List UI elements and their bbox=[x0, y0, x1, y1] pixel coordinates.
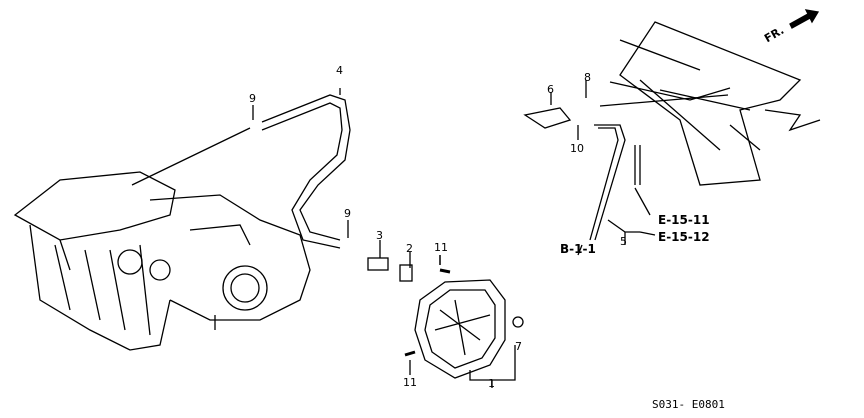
bolt-leaders bbox=[409, 255, 441, 375]
part-label-11a: 11 bbox=[434, 241, 448, 254]
part-label-4: 4 bbox=[336, 64, 343, 77]
front-arrow-icon bbox=[789, 9, 820, 29]
leader-lines bbox=[131, 105, 441, 268]
engine-cover bbox=[609, 21, 821, 186]
pipe-assembly bbox=[523, 80, 729, 256]
part-label-10: 10 bbox=[570, 142, 584, 155]
hose-4 bbox=[261, 88, 351, 249]
reference-e-15-11[interactable]: E-15-11 bbox=[658, 213, 710, 227]
part-label-3: 3 bbox=[376, 229, 383, 242]
reference-e-15-12[interactable]: E-15-12 bbox=[658, 230, 710, 244]
part-label-11b: 11 bbox=[403, 376, 417, 389]
cover-1 bbox=[414, 279, 524, 388]
part-label-2: 2 bbox=[406, 242, 413, 255]
part-label-8: 8 bbox=[584, 71, 591, 84]
reference-b-1-1[interactable]: B-1-1 bbox=[560, 242, 596, 256]
part-label-5: 5 bbox=[620, 235, 627, 248]
diagram-code: S031- E0801 bbox=[652, 398, 725, 411]
part-label-6: 6 bbox=[547, 83, 554, 96]
part-2 bbox=[399, 264, 413, 282]
part-label-9b: 9 bbox=[344, 207, 351, 220]
part-label-7: 7 bbox=[515, 340, 522, 353]
part-label-9a: 9 bbox=[249, 92, 256, 105]
part-label-1: 1 bbox=[488, 377, 495, 390]
intake-manifold bbox=[13, 171, 311, 351]
bolts-11 bbox=[404, 268, 451, 357]
part-3 bbox=[367, 257, 389, 271]
